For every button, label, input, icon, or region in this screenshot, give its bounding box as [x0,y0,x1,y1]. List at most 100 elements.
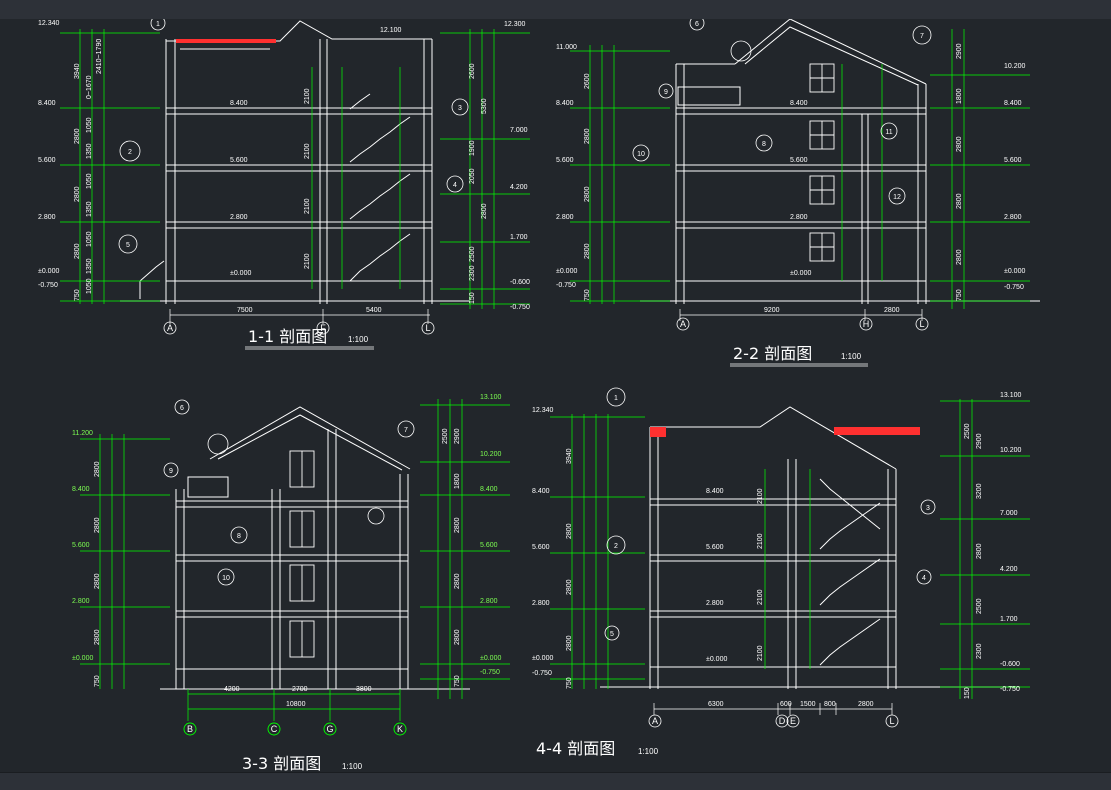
dimension-text: 750 [94,675,101,687]
elevation-label: 5.600 [556,157,574,164]
floor-label: 2.800 [706,600,724,607]
dimension-text: 2800 [74,128,81,144]
floor-label: 8.400 [230,100,248,107]
detail-mark: 2 [614,543,618,550]
dimension-text: 150 [469,292,476,304]
axis-label: L [889,716,894,726]
elevation-label: -0.750 [1004,284,1024,291]
dimension-text: 2800 [566,635,573,651]
floor-label: 5.600 [706,544,724,551]
detail-mark: 8 [762,141,766,148]
dimension-text: 600 [780,701,792,708]
dimension-text: 2800 [454,573,461,589]
drawing-canvas[interactable]: A F L 1 2 3 4 5 12.340 8.400 5.600 2.800 [0,19,1111,772]
axis-label: A [167,323,173,333]
dimension-text: 1900 [469,140,476,156]
floor-label: ±0.000 [230,270,251,277]
dimension-text: 1350 [86,143,93,159]
dimension-text: 2800 [956,193,963,209]
dimension-text: 2800 [94,461,101,477]
dimension-text: 2800 [94,629,101,645]
dimension-text: 2800 [584,186,591,202]
section-scale: 1:100 [342,762,363,771]
floor-label: 2.800 [230,214,248,221]
detail-mark: 2 [128,149,132,156]
dimension-text: 2800 [976,543,983,559]
section-1-1: A F L 1 2 3 4 5 12.340 8.400 5.600 2.800 [38,19,530,350]
dimension-text: 2900 [956,43,963,59]
dimension-text: 2500 [976,598,983,614]
elevation-label: 2.800 [1004,214,1022,221]
floor-label: 8.400 [706,488,724,495]
detail-mark: 12 [893,194,901,201]
axis-label: F [320,323,326,333]
dimension-text: 2800 [566,523,573,539]
dimension-text: 750 [74,289,81,301]
axis-label: B [187,724,193,734]
section-3-3: B C G K 6 7 8 9 10 11.200 8.400 5.600 2.… [72,394,510,772]
elevation-label: -0.750 [1000,686,1020,693]
section-drawings: A F L 1 2 3 4 5 12.340 8.400 5.600 2.800 [38,19,1040,772]
detail-mark: 6 [695,21,699,28]
dimension-text: 2410~1790 [96,39,103,74]
axis-label: C [271,724,278,734]
dimension-text: 750 [584,289,591,301]
dimension-text: 3940 [74,63,81,79]
detail-mark: 5 [610,631,614,638]
axis-label: A [680,319,686,329]
dimension-text: 2800 [454,629,461,645]
elevation-label: -0.600 [1000,661,1020,668]
elevation-label: -0.750 [480,669,500,676]
viewer-statusbar [0,772,1111,790]
elevation-label: 11.000 [556,44,577,51]
elevation-label: ±0.000 [532,655,553,662]
section-4-4: A D E L 1 2 3 4 5 12.340 8.400 5.600 2.8… [532,387,1030,758]
dimension-text: 1800 [956,88,963,104]
dimension-text: 1500 [800,701,816,708]
dimension-text: 2100 [757,645,764,661]
dimension-text: 2800 [584,128,591,144]
floor-label: 8.400 [790,100,808,107]
elevation-label: -0.750 [38,282,58,289]
elevation-label: 4.200 [510,184,528,191]
roof-tile-4-left [650,427,666,437]
elevation-label: 8.400 [480,486,498,493]
dimension-text: 3940 [566,448,573,464]
elevation-label: 1.700 [1000,616,1018,623]
floor-label: 5.600 [790,157,808,164]
dimension-text: 9200 [764,307,780,314]
detail-mark: 10 [637,151,645,158]
detail-mark: 9 [169,468,173,475]
dimension-text: 10800 [286,701,306,708]
section-scale: 1:100 [841,352,862,361]
dimension-text: 2100 [304,198,311,214]
elevation-label: 5.600 [1004,157,1022,164]
elevation-label: ±0.000 [480,655,501,662]
detail-mark: 4 [922,575,926,582]
detail-mark: 7 [920,33,924,40]
elevation-label: 5.600 [532,544,550,551]
elevation-label: 5.600 [38,157,56,164]
floor-label: 2.800 [790,214,808,221]
dimension-text: 750 [956,289,963,301]
dimension-text: 2500 [442,428,449,444]
dimension-text: 1050 [86,278,93,294]
elevation-label: 12.340 [38,20,60,27]
detail-mark: 1 [614,395,618,402]
dimension-text: 2800 [74,243,81,259]
dimension-text: 0~1670 [86,75,93,99]
viewer-toolbar [0,0,1111,20]
axis-label: L [919,319,924,329]
elevation-label: 1.700 [510,234,528,241]
section-title: 1-1 剖面图 [248,327,327,346]
elevation-label: 10.200 [480,451,502,458]
elevation-label: 4.200 [1000,566,1018,573]
elevation-label: 7.000 [1000,510,1018,517]
section-scale: 1:100 [348,335,369,344]
floor-label: ±0.000 [790,270,811,277]
dimension-text: 1050 [86,173,93,189]
elevation-label: 13.100 [480,394,502,401]
dimension-text: 2800 [584,243,591,259]
elevation-label: 5.600 [72,542,90,549]
